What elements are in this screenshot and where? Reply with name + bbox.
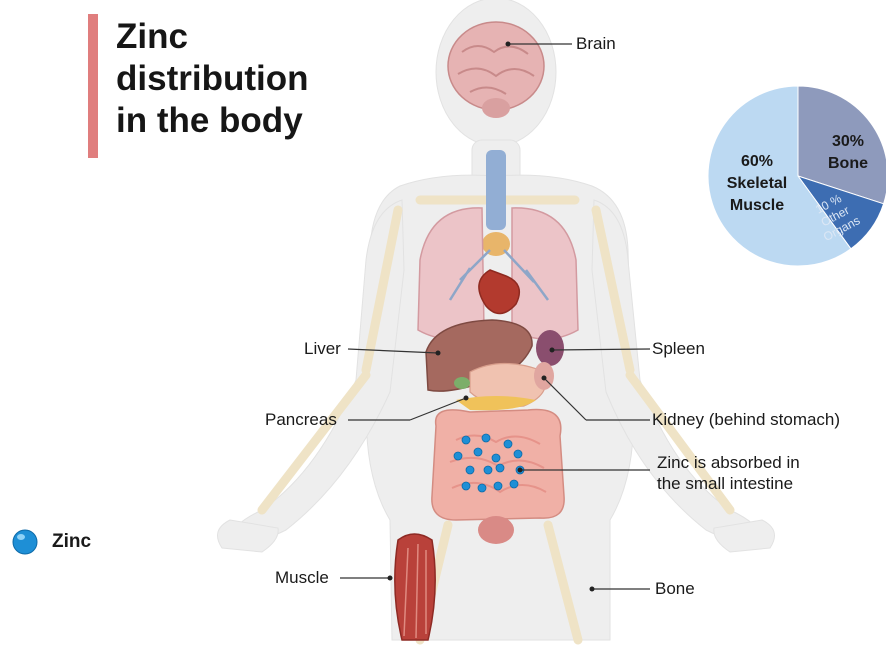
label-kidney: Kidney (behind stomach)	[652, 410, 840, 430]
label-spleen: Spleen	[652, 339, 705, 359]
gallbladder	[454, 377, 470, 389]
thigh-muscle	[395, 534, 435, 640]
spleen	[536, 330, 564, 366]
label-brain: Brain	[576, 34, 616, 54]
label-bone: Bone	[655, 579, 695, 599]
label-pancreas: Pancreas	[265, 410, 337, 430]
zinc-legend-icon	[13, 530, 37, 554]
pie-label-bone: Bone	[828, 155, 868, 172]
label-liver: Liver	[304, 339, 341, 359]
pie-label-skeletal-line1: Skeletal	[727, 175, 787, 192]
label-intestine-line1: Zinc is absorbed in	[657, 453, 800, 473]
pie-label-skeletal-line2: Muscle	[730, 197, 784, 214]
trachea	[486, 150, 506, 230]
distribution-pie-chart: 60% Skeletal Muscle 30% Bone 10 % Other …	[708, 86, 886, 266]
pie-label-skeletal-pct: 60%	[741, 153, 773, 170]
legend-zinc-label: Zinc	[52, 531, 91, 553]
label-intestine-line2: the small intestine	[657, 474, 793, 494]
pie-label-bone-pct: 30%	[832, 133, 864, 150]
label-muscle: Muscle	[275, 568, 329, 588]
